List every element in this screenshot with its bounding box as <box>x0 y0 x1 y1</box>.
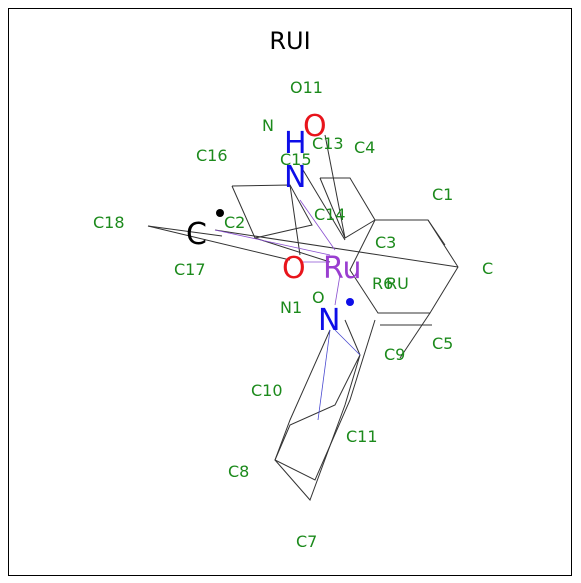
atom-label-c9: C9 <box>384 345 405 364</box>
atom-label-c1: C1 <box>432 185 453 204</box>
atom-label-ru: RU <box>386 274 409 293</box>
hydrogen-label: H <box>284 126 307 161</box>
atom-label-c5: C5 <box>432 334 453 353</box>
diagram-frame: RUI <box>8 8 572 576</box>
nitrogen-top-label: N <box>284 160 306 195</box>
atom-label-c17: C17 <box>174 260 206 279</box>
atom-label-c13: C13 <box>312 134 344 153</box>
atom-label-c8: C8 <box>228 462 249 481</box>
atom-label-c18: C18 <box>93 213 125 232</box>
ring-upper-left <box>231 184 313 239</box>
bond-ru-n <box>334 274 341 306</box>
ring-right <box>349 219 459 314</box>
bond-ru-c <box>214 229 331 256</box>
ring-lower-outer <box>274 319 376 481</box>
bond-lines <box>147 134 459 501</box>
atom-label-c2: C2 <box>224 213 245 232</box>
atom-label-c3: C3 <box>375 233 396 252</box>
atom-label-c: C <box>482 259 493 278</box>
atom-label-c10: C10 <box>251 381 283 400</box>
bond-ru-n-top <box>299 199 336 251</box>
bond-c15 <box>299 164 346 241</box>
atom-label-r6: R6 <box>372 274 393 293</box>
carbon-radical-dot <box>216 209 224 217</box>
ring-lower <box>274 319 361 501</box>
oxygen-mid-label: O <box>282 251 306 286</box>
carbon-label: C <box>186 217 207 252</box>
bond-n-c10 <box>317 329 331 421</box>
bond-n-c9 <box>334 329 361 356</box>
oxygen-top-label: O <box>303 109 327 144</box>
atom-label-c14: C14 <box>314 205 346 224</box>
atom-label-o: O <box>312 288 325 307</box>
atom-label-c7: C7 <box>296 532 317 551</box>
atom-label-c16: C16 <box>196 146 228 165</box>
bond-c9 <box>399 312 431 359</box>
bond-long <box>214 229 459 268</box>
atom-label-c15: C15 <box>280 150 312 169</box>
atom-label-c4: C4 <box>354 138 375 157</box>
bond-c17 <box>147 225 291 261</box>
atom-label-o11: O11 <box>290 78 323 97</box>
ruthenium-label: Ru <box>323 251 362 286</box>
diagram-title: RUI <box>269 27 311 55</box>
atom-label-n1: N1 <box>280 298 302 317</box>
bond-c1 <box>427 219 446 246</box>
nitrogen-radical-dot <box>346 298 354 306</box>
bond-inner-b <box>254 237 331 263</box>
bond-inner-a <box>289 184 301 256</box>
atom-label-n: N <box>262 116 274 135</box>
nitrogen-bottom-label: N <box>318 303 340 338</box>
bond-c13 <box>324 134 346 239</box>
bond-c18 <box>147 225 223 237</box>
atom-label-c11: C11 <box>346 427 378 446</box>
